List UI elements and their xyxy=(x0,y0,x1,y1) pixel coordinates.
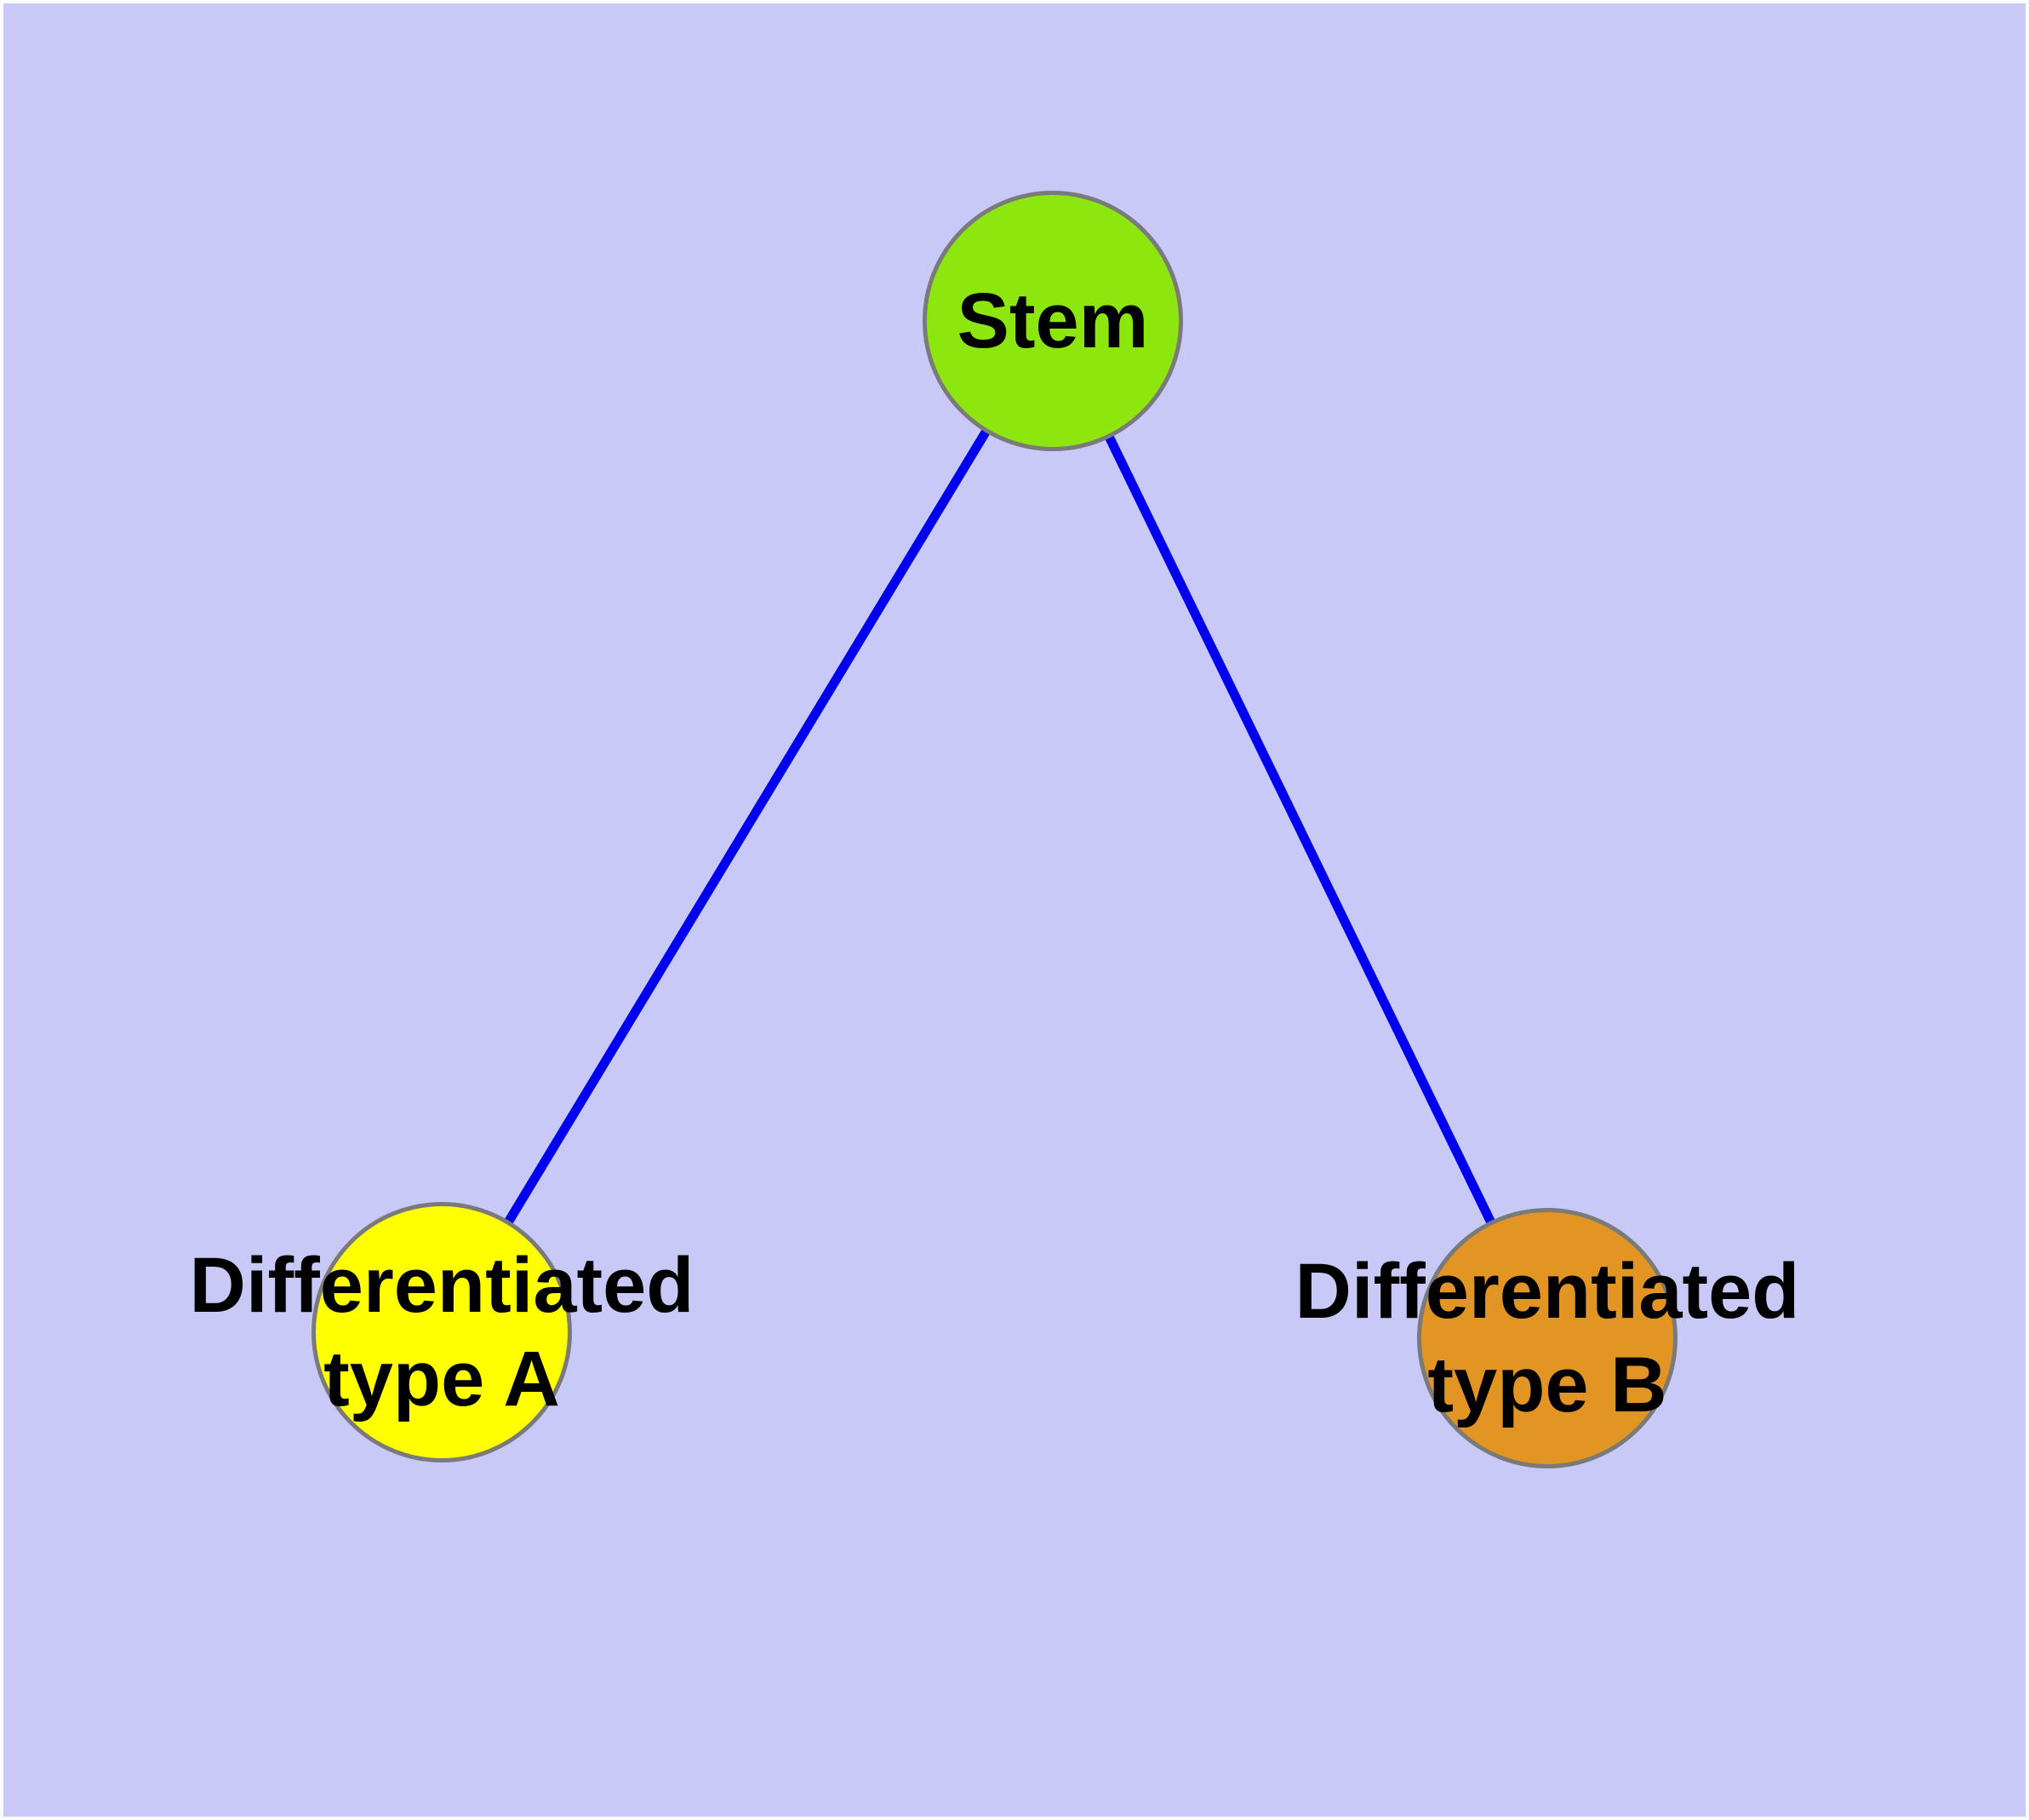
label-line: type A xyxy=(323,1336,560,1422)
node-differentiated-type-b xyxy=(1417,1208,1677,1468)
node-stem xyxy=(923,191,1183,451)
node-label-stem: Stem xyxy=(957,274,1149,368)
node-label-differentiated-type-a: Differentiated type A xyxy=(190,1239,694,1426)
diagram-canvas: Stem Differentiated type A Differentiate… xyxy=(3,3,2026,1817)
edge-layer xyxy=(437,318,1552,1341)
label-line: Stem xyxy=(957,278,1149,364)
label-line: Differentiated xyxy=(1295,1248,1800,1335)
label-line: Differentiated xyxy=(189,1242,694,1329)
edge-stem-to-type-a xyxy=(437,318,1057,1335)
label-line: type B xyxy=(1427,1342,1667,1428)
edge-stem-to-type-b xyxy=(1049,318,1552,1341)
node-label-differentiated-type-b: Differentiated type B xyxy=(1295,1245,1800,1432)
node-differentiated-type-a xyxy=(311,1202,572,1462)
